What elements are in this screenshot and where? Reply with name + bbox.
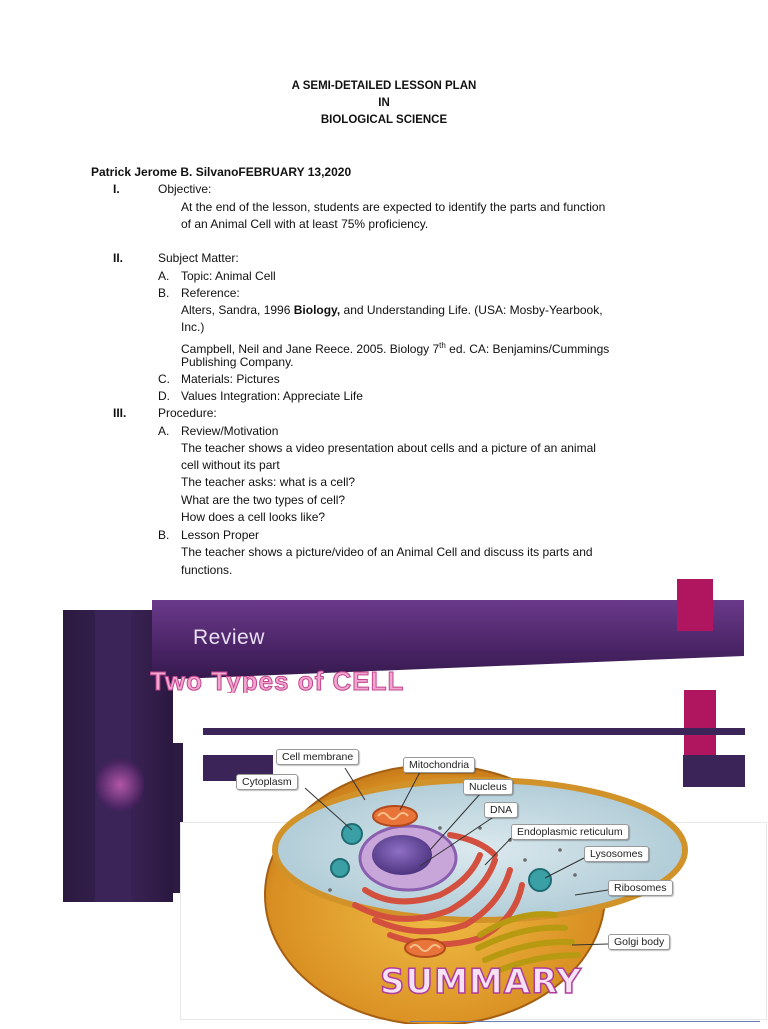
label-nucleus: Nucleus [463,779,513,795]
golgi-shape [475,911,581,975]
section-2-number: II. [113,251,124,265]
mitochondria-shape [372,805,446,958]
doc-title-line2: IN [378,97,390,109]
section-3-number: III. [113,406,127,420]
pink-accent-tab-lower [684,690,716,760]
summary-title: SUMMARY [379,961,583,1003]
label-golgi-body: Golgi body [608,934,671,950]
lysosome-shape [330,823,552,892]
item-c-letter: C. [158,372,170,386]
section-1-title: Objective: [158,182,212,196]
doc-title-line1: A SEMI-DETAILED LESSON PLAN [291,80,477,92]
label-cell-membrane: Cell membrane [276,749,360,765]
section-3-title: Procedure: [158,406,217,420]
doc-title-line3: BIOLOGICAL SCIENCE [320,114,448,126]
animal-cell-diagram: Cell membrane Cytoplasm Mitochondria Nuc… [180,740,768,1026]
values-text: Values Integration: Appreciate Life [181,389,363,403]
label-leader-lines [304,767,609,946]
procedure-a-line-5: How does a cell looks like? [181,510,326,524]
objective-text-1: At the end of the lesson, students are e… [181,200,606,214]
procedure-a-line-1: The teacher shows a video presentation a… [181,441,596,455]
author-date-line: Patrick Jerome B. SilvanoFEBRUARY 13,202… [91,165,352,179]
label-lysosomes: Lysosomes [584,846,649,862]
label-mitochondria: Mitochondria [403,757,476,773]
inner-slide-band [203,728,745,735]
label-dna: DNA [484,802,519,818]
inner-slide-corner [683,755,745,787]
reference-2: Campbell, Neil and Jane Reece. 2005. Bio… [181,341,610,356]
reference-label: Reference: [181,286,240,300]
objective-text-2: of an Animal Cell with at least 75% prof… [181,217,429,231]
nucleolus-shape [372,835,432,875]
procedure-a-line-2: cell without its part [181,458,280,472]
inner-slide-edge [173,743,183,893]
pink-accent-tab [677,579,713,631]
review-slide-title: Review [193,626,265,649]
reference-2-line2: Publishing Company. [181,355,294,369]
reference-1: Alters, Sandra, 1996 Biology, and Unders… [181,303,603,317]
materials-text: Materials: Pictures [181,372,280,386]
procedure-b-letter: B. [158,528,170,542]
procedure-a-line-4: What are the two types of cell? [181,493,346,507]
label-cytoplasm: Cytoplasm [236,774,298,790]
background-slide-glow [96,755,144,815]
item-b-letter: B. [158,286,170,300]
item-a-letter: A. [158,269,170,283]
label-endoplasmic-reticulum: Endoplasmic reticulum [511,824,629,840]
procedure-b-title: Lesson Proper [181,528,260,542]
two-types-of-cell-title: Two Types of CELL [150,666,405,694]
bottom-rule [410,1021,760,1022]
procedure-a-line-3: The teacher asks: what is a cell? [181,475,356,489]
procedure-a-title: Review/Motivation [181,424,279,438]
label-ribosomes: Ribosomes [608,880,673,896]
reference-1-line2: Inc.) [181,320,205,334]
procedure-a-letter: A. [158,424,170,438]
topic-text: Topic: Animal Cell [181,269,276,283]
item-d-letter: D. [158,389,170,403]
procedure-b-line-1: The teacher shows a picture/video of an … [181,545,593,559]
section-1-number: I. [113,182,120,196]
section-2-title: Subject Matter: [158,251,239,265]
procedure-b-line-2: functions. [181,563,233,577]
